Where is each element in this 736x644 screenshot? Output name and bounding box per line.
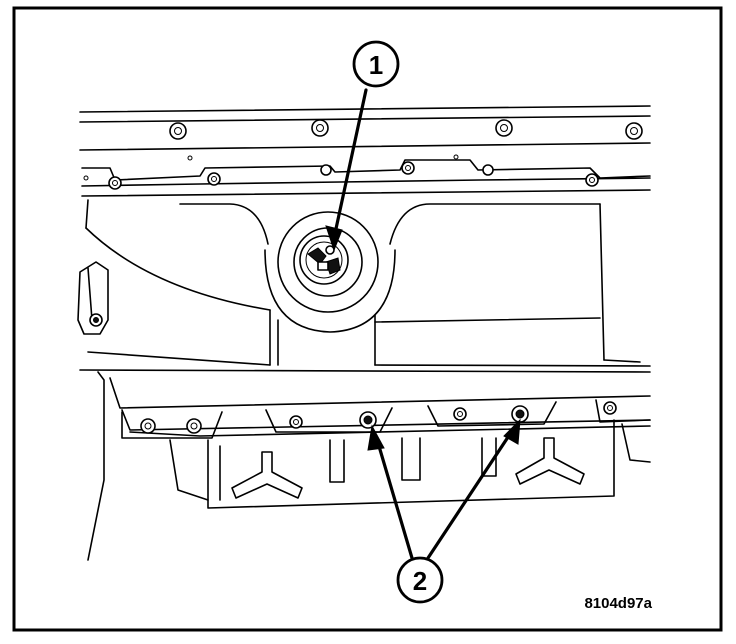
flange-bolt-row — [83, 154, 599, 190]
lower-fasteners — [359, 405, 529, 429]
shelf-panel — [79, 199, 651, 373]
upper-bolt-row — [169, 119, 643, 140]
callout-2-circle — [396, 556, 444, 604]
lower-panel — [87, 371, 651, 561]
callout-1-number: 1 — [369, 50, 383, 80]
figure-border — [12, 6, 723, 632]
callout-2: 2 — [367, 418, 521, 604]
callout-1: 1 — [325, 40, 400, 252]
callout-2-number: 2 — [413, 566, 427, 596]
callout-1-circle — [352, 40, 400, 88]
center-fastener — [277, 211, 379, 313]
lower-bolt-row — [140, 401, 617, 434]
figure-id-label: 8104d97a — [584, 595, 652, 612]
left-bracket — [77, 261, 109, 335]
upper-panel — [79, 105, 651, 197]
